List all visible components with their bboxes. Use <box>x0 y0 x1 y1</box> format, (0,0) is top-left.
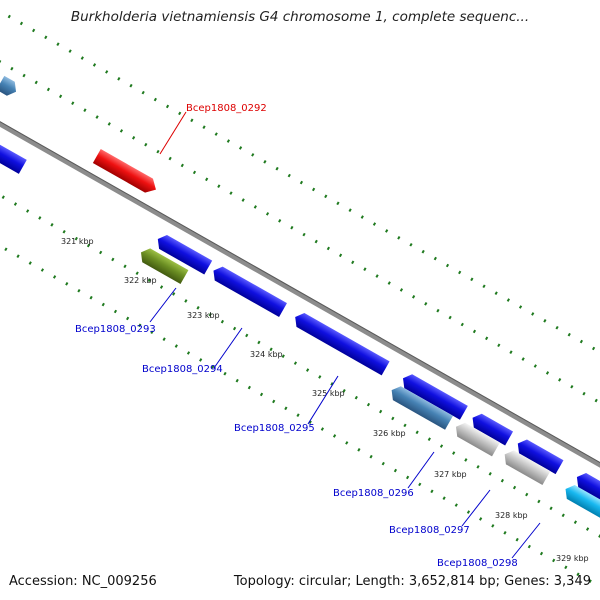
gene-label-0295[interactable]: Bcep1808_0295 <box>234 423 315 434</box>
gene-bcep1808-0295[interactable] <box>291 310 390 376</box>
leader-line-0298 <box>511 522 541 559</box>
gene-bcep1808-0298[interactable] <box>501 447 551 486</box>
gene-label-0298[interactable]: Bcep1808_0298 <box>437 558 518 569</box>
tick-label: 325 kbp <box>312 389 345 398</box>
tick-label: 322 kbp <box>124 276 157 285</box>
tick-label: 323 kbp <box>187 311 220 320</box>
gene-label-0297[interactable]: Bcep1808_0297 <box>389 525 470 536</box>
gene-bcep1808-0294[interactable] <box>210 264 287 318</box>
gene-label-0294[interactable]: Bcep1808_0294 <box>142 364 223 375</box>
leader-line-0295 <box>307 375 339 425</box>
gene-label-0293[interactable]: Bcep1808_0293 <box>75 324 156 335</box>
outer-ruler-dots <box>0 46 600 454</box>
gene-blue-0293a[interactable] <box>154 232 213 275</box>
tick-label: 326 kbp <box>373 429 406 438</box>
leader-line-0297 <box>461 489 491 527</box>
gene-blue-0298a[interactable] <box>514 436 564 475</box>
tick-label: 327 kbp <box>434 470 467 479</box>
tick-label: 321 kbp <box>61 237 94 246</box>
map-title: Burkholderia vietnamiensis G4 chromosome… <box>70 9 530 25</box>
leader-line-0296 <box>407 451 435 489</box>
gene-labels: Bcep1808_0292 Bcep1808_0293 Bcep1808_029… <box>75 103 518 569</box>
tick-label: 324 kbp <box>250 350 283 359</box>
gene-blue-right[interactable] <box>573 470 600 506</box>
topology-text: Topology: circular; Length: 3,652,814 bp… <box>233 574 591 589</box>
outer-ruler-dots-2 <box>0 7 600 416</box>
gene-label-0292[interactable]: Bcep1808_0292 <box>186 103 267 114</box>
leader-line-0293 <box>149 287 177 323</box>
gene-blue-0297a[interactable] <box>469 411 514 446</box>
gene-leader-lines <box>149 111 541 559</box>
gene-bcep1808-0297[interactable] <box>452 420 500 457</box>
backbone-line <box>0 92 600 502</box>
gene-bcep1808-0292[interactable] <box>92 149 160 196</box>
tick-label: 328 kbp <box>495 511 528 520</box>
gene-blue-0296a[interactable] <box>399 371 468 420</box>
tick-labels: 321 kbp 322 kbp 323 kbp 324 kbp 325 kbp … <box>61 237 589 563</box>
leader-line-0292 <box>159 111 187 155</box>
gene-left-blue[interactable] <box>0 129 27 174</box>
accession-text: Accession: NC_009256 <box>9 574 157 589</box>
tick-label: 329 kbp <box>556 554 589 563</box>
gene-label-0296[interactable]: Bcep1808_0296 <box>333 488 414 499</box>
genome-band <box>0 7 600 593</box>
gene-bcep1808-0296[interactable] <box>388 383 453 430</box>
inner-ruler-dots-2 <box>0 185 600 593</box>
gene-bcep1808-0293[interactable] <box>137 245 189 285</box>
gene-left-edge-steel[interactable] <box>0 75 20 99</box>
inner-ruler-dots <box>0 146 600 555</box>
leader-line-0294 <box>213 327 243 369</box>
